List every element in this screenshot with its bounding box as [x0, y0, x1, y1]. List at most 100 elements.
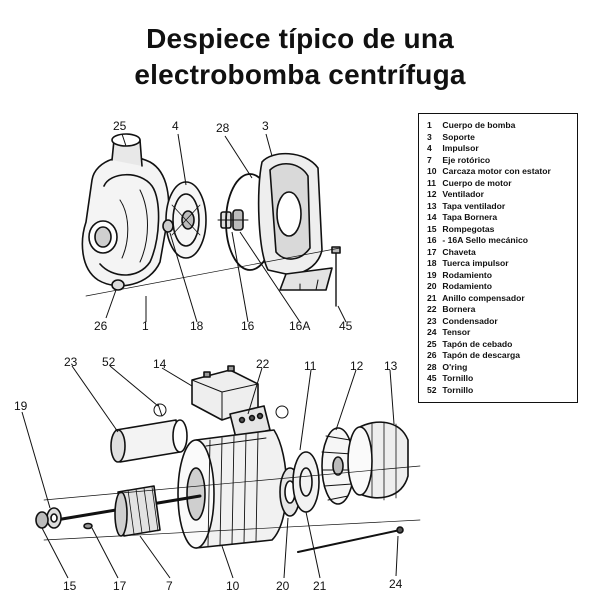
callout-24: 24 [389, 577, 403, 591]
legend-item-number: 25 [427, 338, 437, 349]
leader-lines [21, 133, 399, 579]
legend-item: 17 Chaveta [427, 247, 577, 259]
legend-item-number: 10 [427, 166, 437, 176]
legend-item: 13 Tapa ventilador [427, 201, 577, 213]
legend-item-number: 26 [427, 350, 437, 360]
legend-item-label: Tapón de descarga [442, 350, 521, 360]
tensor-24-drawing [297, 526, 404, 553]
condenser-drawing [110, 419, 188, 463]
legend-item: 4 Impulsor [427, 143, 577, 155]
legend-item-number: 7 [427, 154, 432, 165]
legend-item-number: 52 [427, 384, 437, 395]
legend-item-label: Anillo compensador [442, 292, 525, 303]
legend-item: 19 Rodamiento [427, 270, 577, 282]
callout-16: 16 [241, 319, 255, 333]
legend-item-label: Tornillo [442, 373, 474, 383]
legend-item: 45 Tornillo [427, 373, 577, 385]
bolt-45-drawing [331, 246, 341, 307]
legend-item: 18 Tuerca impulsor [427, 258, 577, 270]
legend-item: 7 Eje rotórico [427, 155, 577, 167]
legend-item-number: 4 [427, 143, 432, 153]
legend-item-label: Eje rotórico [442, 154, 491, 165]
legend-item: 15 Rompegotas [427, 224, 577, 236]
legend-item-label: Bornera [442, 304, 476, 314]
callout-45: 45 [339, 319, 353, 333]
legend-item: 12 Ventilador [427, 189, 577, 201]
legend-item-label: Condensador [442, 315, 498, 326]
callout-3: 3 [262, 119, 269, 133]
legend-item-label: Rodamiento [442, 281, 493, 291]
callout-7: 7 [166, 579, 173, 593]
callout-17: 17 [113, 579, 127, 593]
legend-item-label: Ventilador [442, 189, 484, 199]
title-line-2: electrobomba centrífuga [134, 59, 466, 90]
legend-item-number: 19 [427, 269, 437, 280]
legend-item: 21 Anillo compensador [427, 293, 577, 305]
legend-item-label: Rodamiento [442, 269, 493, 280]
callout-28: 28 [216, 121, 230, 135]
mechanical-seal-drawing [217, 209, 249, 231]
callout-25: 25 [113, 119, 127, 133]
legend-item: 11 Cuerpo de motor [427, 178, 577, 190]
callout-labels: 25 4 28 3 26 1 18 16 16A 45 23 52 14 22 … [14, 119, 403, 593]
legend-item: 24 Tensor [427, 327, 577, 339]
motor-housing-drawing [177, 429, 288, 549]
legend-item-number: 22 [427, 304, 437, 314]
callout-4: 4 [172, 119, 179, 133]
callout-11: 11 [304, 359, 317, 373]
bearing-20-drawing [279, 451, 320, 517]
callout-19: 19 [14, 399, 28, 413]
callout-14: 14 [153, 357, 167, 371]
legend-item-number: 3 [427, 131, 432, 142]
key-17-drawing [83, 522, 93, 530]
legend-item-number: 45 [427, 373, 437, 383]
legend-item: 10 Carcaza motor con estator [427, 166, 577, 178]
impeller-drawing [165, 181, 207, 259]
legend-item: 23 Condensador [427, 316, 577, 328]
callout-15: 15 [63, 579, 77, 593]
callout-22: 22 [256, 357, 270, 371]
legend-item: 20 Rodamiento [427, 281, 577, 293]
legend-item: 28 O'ring [427, 362, 577, 374]
legend-item-number: 11 [427, 177, 437, 188]
callout-23: 23 [64, 355, 78, 369]
bearing-19-drawing [35, 507, 62, 529]
legend-item-number: 21 [427, 292, 437, 303]
legend-item-number: 20 [427, 281, 437, 291]
legend-item-number: 18 [427, 258, 437, 268]
legend-item-number: 1 [427, 120, 432, 130]
legend-item-label: Carcaza motor con estator [442, 166, 551, 176]
legend-item-number: 17 [427, 246, 437, 257]
legend-item-number: 28 [427, 361, 437, 372]
legend-item-label: - 16A Sello mecánico [442, 235, 529, 245]
legend-item-label: Tapa Bornera [442, 212, 498, 222]
callout-52: 52 [102, 355, 116, 369]
support-bracket-drawing [257, 152, 333, 291]
legend-item: 16 - 16A Sello mecánico [427, 235, 577, 247]
pump-body-drawing [81, 133, 170, 291]
rotor-shaft-drawing [54, 485, 202, 537]
legend-item-number: 13 [427, 200, 437, 211]
legend-item-label: Tensor [442, 327, 471, 337]
legend-item: 14 Tapa Bornera [427, 212, 577, 224]
legend-item-label: Cuerpo de motor [442, 177, 512, 188]
legend-item-number: 14 [427, 212, 437, 222]
legend-item: 52 Tornillo [427, 385, 577, 397]
terminal-board-drawing [229, 405, 271, 439]
legend-item-label: Impulsor [442, 143, 479, 153]
legend-item: 22 Bornera [427, 304, 577, 316]
legend-item-label: Soporte [442, 131, 475, 142]
legend-item-label: Cuerpo de bomba [442, 120, 516, 130]
fan-drawing [321, 427, 355, 505]
legend-item-label: Tapón de cebado [442, 338, 513, 349]
callout-18: 18 [190, 319, 204, 333]
legend-item: 3 Soporte [427, 132, 577, 144]
legend-item-label: Tornillo [442, 384, 474, 395]
callout-12: 12 [350, 359, 364, 373]
screw-52-drawing [153, 403, 289, 419]
callout-13: 13 [384, 359, 398, 373]
legend-item-label: Rompegotas [442, 223, 495, 234]
legend-item: 25 Tapón de cebado [427, 339, 577, 351]
